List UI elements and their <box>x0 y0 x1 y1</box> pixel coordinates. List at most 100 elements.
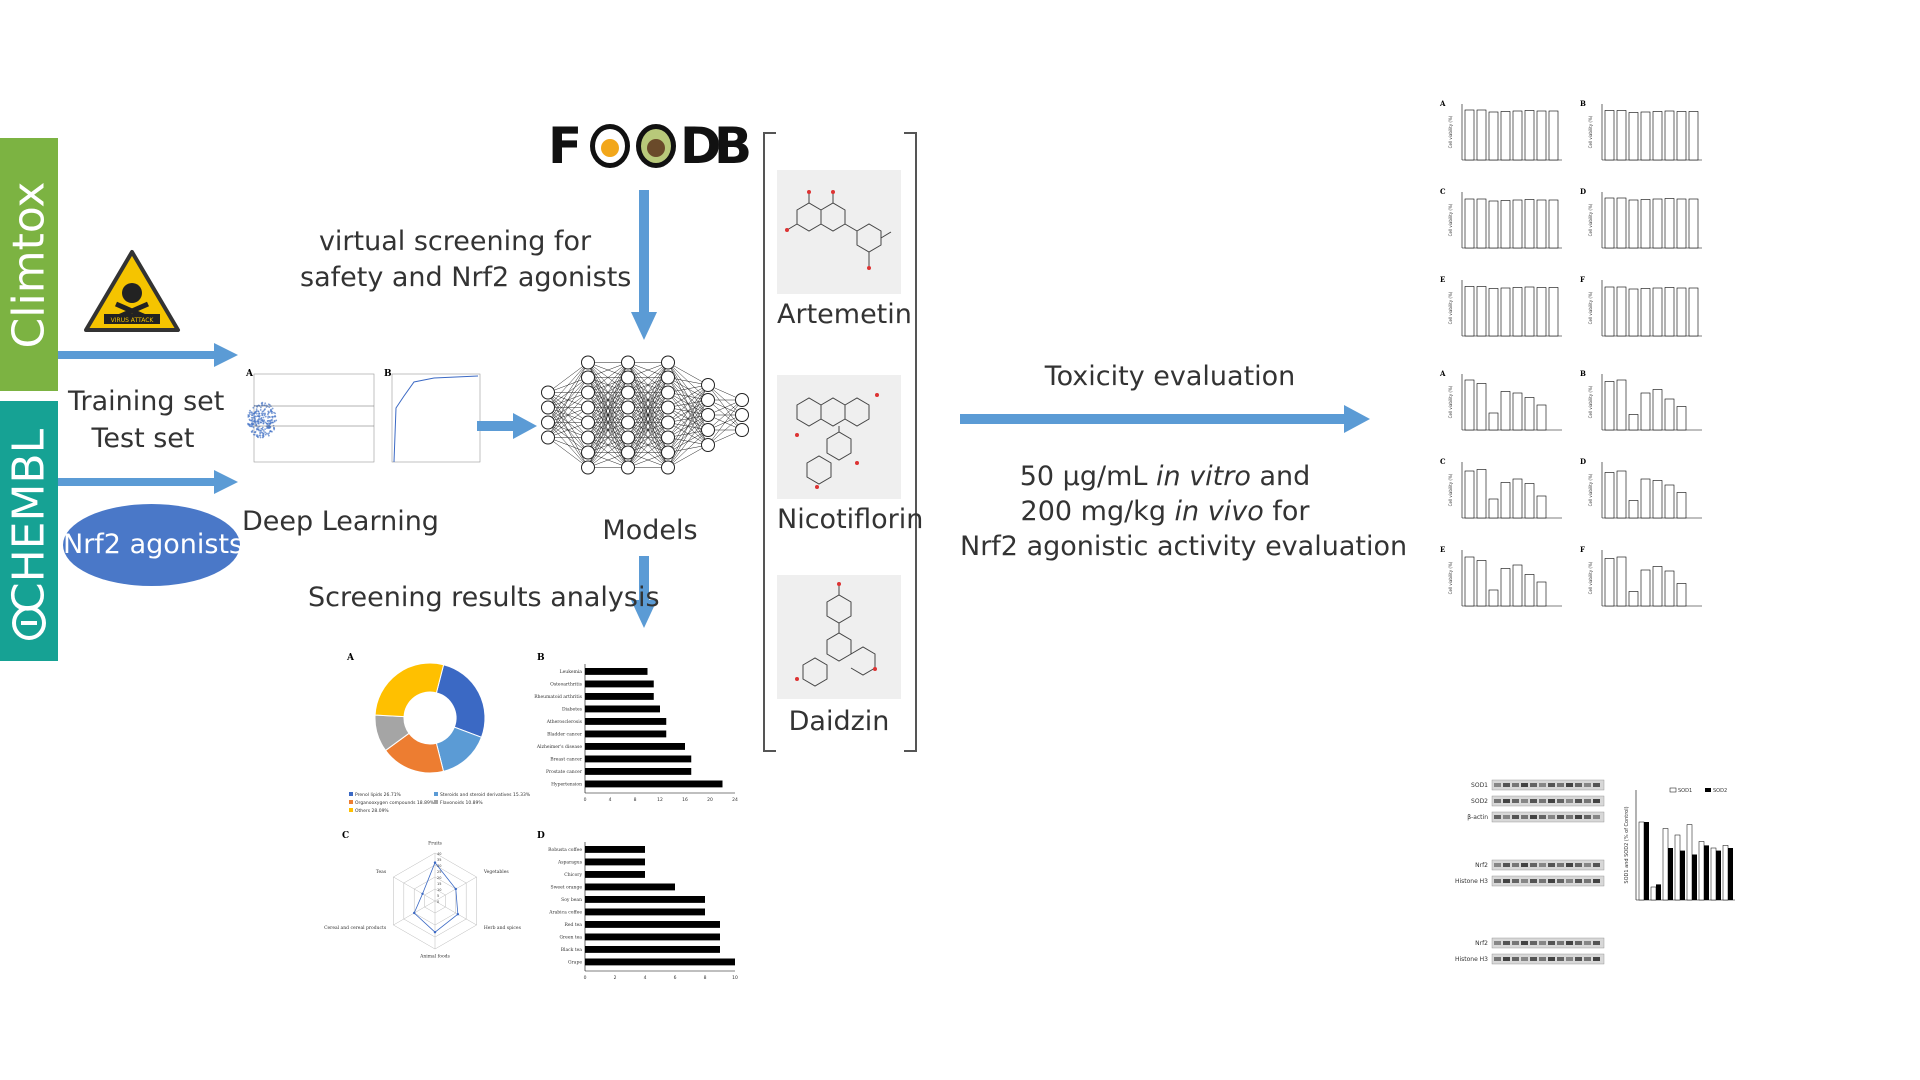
radar-ring-label: 20 <box>437 876 441 880</box>
blot-band <box>1539 799 1546 803</box>
nn-connection <box>627 407 669 468</box>
blot-band <box>1593 863 1600 867</box>
sod2-bar <box>1728 848 1733 900</box>
scatter-point <box>259 436 262 439</box>
scatter-point <box>267 416 269 419</box>
nn-node <box>581 460 595 475</box>
blot-band <box>1503 879 1510 883</box>
legend-entry: Steroids and steroid derivatives 15.33% <box>440 792 531 798</box>
nn-connection <box>587 362 629 423</box>
category-label: Hypertension <box>551 782 582 788</box>
nn-node <box>661 430 675 445</box>
blot-band <box>1512 783 1519 787</box>
nn-node <box>701 393 715 407</box>
scatter-point <box>255 412 258 415</box>
tick-label: 0 <box>584 975 587 981</box>
scatter-point <box>273 428 276 431</box>
nn-connection <box>707 399 743 431</box>
blot-band <box>1512 879 1519 883</box>
nn-connection <box>667 384 709 408</box>
viability-bar <box>1664 484 1675 519</box>
scatter-point <box>264 415 267 418</box>
svg-text:A: A <box>245 369 254 379</box>
blot-band <box>1566 863 1573 867</box>
viability-bar <box>1664 570 1675 607</box>
bar <box>585 718 667 725</box>
nn-connection <box>707 399 743 446</box>
viability-bar <box>1616 110 1627 161</box>
scatter-point <box>262 420 264 423</box>
legend-swatch <box>349 792 353 796</box>
scatter-point <box>263 404 266 407</box>
dose-2-value: 200 mg/kg <box>1020 496 1175 527</box>
blot-band <box>1503 941 1510 945</box>
legend-swatch <box>349 800 353 804</box>
viability-bar <box>1652 389 1663 431</box>
viability-bar <box>1476 198 1487 249</box>
nn-connection <box>627 362 669 408</box>
scatter-point <box>255 420 258 423</box>
viability-y-label: Cell viability (%) <box>1588 385 1593 418</box>
blot-band <box>1494 957 1501 961</box>
scatter-point <box>271 407 274 410</box>
viability-bar <box>1664 398 1675 431</box>
scatter-point <box>261 426 264 429</box>
viability-bar <box>1488 200 1499 249</box>
panel-d-letter: D <box>537 831 545 841</box>
blot-band <box>1530 783 1537 787</box>
viability-bar <box>1640 392 1651 431</box>
scatter-point <box>257 428 260 431</box>
scatter-point <box>255 435 258 437</box>
scatter-point <box>273 426 275 429</box>
artemetin-structure <box>777 170 901 294</box>
nn-node <box>621 400 635 415</box>
blot-band <box>1557 863 1564 867</box>
scatter-point <box>260 412 263 415</box>
avocado-icon <box>636 124 676 168</box>
scatter-point <box>251 422 253 425</box>
viability-bar <box>1616 379 1627 431</box>
viability-bar <box>1640 199 1651 249</box>
blot-band <box>1494 941 1501 945</box>
blot-label: Nrf2 <box>1475 940 1488 947</box>
blot-band <box>1503 957 1510 961</box>
scatter-point <box>251 429 254 432</box>
blot-band <box>1530 815 1537 819</box>
viability-bar <box>1512 287 1523 337</box>
scatter-point <box>257 421 259 423</box>
nn-connection <box>667 444 709 468</box>
nn-connection <box>547 377 589 438</box>
category-label: Breast cancer <box>550 757 583 763</box>
nn-connection <box>547 392 589 438</box>
blot-band <box>1521 815 1528 819</box>
viability-bar <box>1464 286 1475 337</box>
scatter-point <box>260 417 263 419</box>
viability-y-label: Cell viability (%) <box>1588 473 1593 506</box>
chembl-label: CHEMBL <box>3 428 55 613</box>
viability-bar <box>1640 288 1651 337</box>
scatter-point <box>265 406 268 408</box>
blot-band <box>1521 941 1528 945</box>
virtual-screening-line-2: safety and Nrf2 agonists <box>300 262 632 293</box>
training-set-label: Training set <box>68 386 225 417</box>
viability-bar <box>1688 198 1699 249</box>
scatter-point <box>260 402 263 405</box>
nn-connection <box>627 437 669 468</box>
virtual-screening-line-1: virtual screening for <box>318 226 592 257</box>
scatter-point <box>270 419 273 421</box>
blot-band <box>1575 815 1582 819</box>
viability-bar <box>1628 591 1639 607</box>
nn-connection <box>627 362 669 423</box>
viability-bar <box>1476 109 1487 161</box>
nn-connection <box>667 414 709 468</box>
bar <box>585 921 720 928</box>
nn-connection <box>547 362 589 438</box>
scatter-point <box>273 420 276 423</box>
viability-bar <box>1536 495 1547 519</box>
category-label: Arabica coffee <box>548 910 582 916</box>
test-set-label: Test set <box>91 423 195 454</box>
viability-bar <box>1464 198 1475 249</box>
viability-panel-letter: B <box>1580 99 1586 108</box>
scatter-point <box>248 413 251 416</box>
